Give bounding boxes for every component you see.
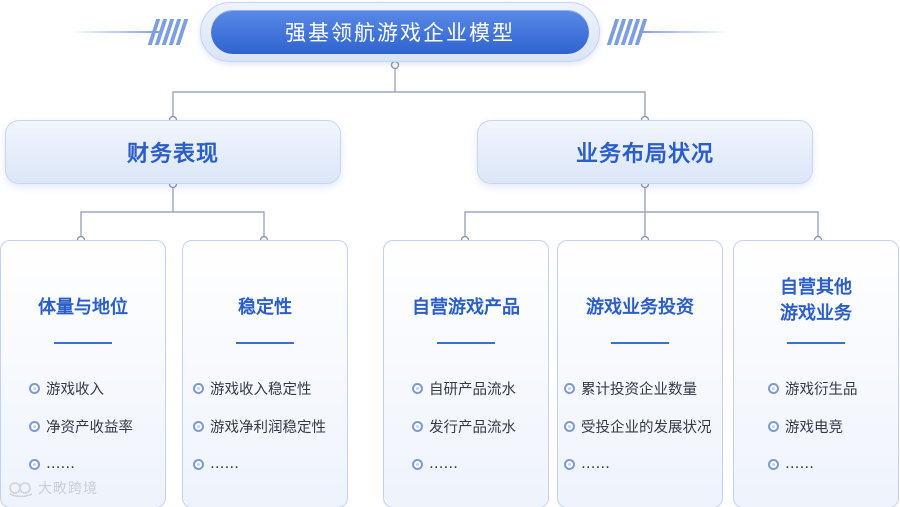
- title-divider: [611, 342, 669, 344]
- right-stripes-icon: [606, 19, 648, 45]
- list-item: 受投企业的发展状况: [564, 407, 716, 445]
- card-title: 体量与地位: [38, 297, 128, 318]
- list-item: 累计投资企业数量: [564, 369, 716, 407]
- title-divider: [236, 342, 294, 344]
- list-item: 净资产收益率: [29, 407, 159, 445]
- card-self-operated-games: 自营游戏产品 自研产品流水 发行产品流水 ……: [383, 240, 549, 507]
- list-item: ……: [768, 445, 892, 483]
- list-item: 游戏收入: [29, 369, 159, 407]
- category-business-layout: 业务布局状况: [477, 120, 813, 184]
- card-game-investment: 游戏业务投资 累计投资企业数量 受投企业的发展状况 ……: [557, 240, 723, 507]
- item-list: 游戏收入 净资产收益率 ……: [29, 369, 159, 483]
- title-divider: [787, 342, 845, 344]
- bullet-icon: [193, 382, 204, 394]
- left-deco-line: [70, 31, 160, 33]
- bullet-icon: [564, 382, 575, 394]
- bullet-icon: [193, 420, 204, 432]
- title-divider: [437, 342, 495, 344]
- title-pill: 强基领航游戏企业模型: [200, 2, 600, 62]
- bullet-icon: [564, 420, 575, 432]
- category-financial-performance: 财务表现: [5, 120, 341, 184]
- bullet-icon: [564, 458, 575, 470]
- list-item: ……: [412, 445, 542, 483]
- watermark: 大畋跨境: [8, 478, 98, 498]
- card-title: 稳定性: [238, 297, 292, 318]
- card-title: 自营游戏产品: [412, 297, 520, 318]
- card-title: 游戏业务投资: [586, 297, 694, 318]
- bullet-icon: [412, 420, 423, 432]
- item-list: 游戏衍生品 游戏电竞 ……: [768, 369, 892, 483]
- list-item: ……: [564, 445, 716, 483]
- watermark-logo-icon: [9, 482, 33, 497]
- bullet-icon: [29, 420, 40, 432]
- list-item: 游戏净利润稳定性: [193, 407, 341, 445]
- list-item: 游戏衍生品: [768, 369, 892, 407]
- title-divider: [54, 342, 112, 344]
- card-title-line-1: 自营其他: [780, 277, 852, 298]
- bullet-icon: [193, 458, 204, 470]
- card-title-line-2: 游戏业务: [780, 303, 852, 324]
- right-deco-line: [640, 31, 730, 33]
- bullet-icon: [29, 458, 40, 470]
- bullet-icon: [768, 382, 779, 394]
- bullet-icon: [768, 420, 779, 432]
- list-item: 游戏收入稳定性: [193, 369, 341, 407]
- bullet-icon: [768, 458, 779, 470]
- card-stability: 稳定性 游戏收入稳定性 游戏净利润稳定性 ……: [182, 240, 348, 507]
- card-other-game-business: 自营其他 游戏业务 游戏衍生品 游戏电竞 ……: [733, 240, 899, 507]
- list-item: ……: [193, 445, 341, 483]
- list-item: 自研产品流水: [412, 369, 542, 407]
- list-item: 发行产品流水: [412, 407, 542, 445]
- list-item: ……: [29, 445, 159, 483]
- bullet-icon: [412, 458, 423, 470]
- item-list: 自研产品流水 发行产品流水 ……: [412, 369, 542, 483]
- bullet-icon: [412, 382, 423, 394]
- model-title: 强基领航游戏企业模型: [211, 10, 589, 54]
- list-item: 游戏电竞: [768, 407, 892, 445]
- watermark-text: 大畋跨境: [38, 481, 98, 497]
- item-list: 游戏收入稳定性 游戏净利润稳定性 ……: [193, 369, 341, 483]
- item-list: 累计投资企业数量 受投企业的发展状况 ……: [564, 369, 716, 483]
- left-stripes-icon: [147, 19, 189, 45]
- bullet-icon: [29, 382, 40, 394]
- card-title: 自营其他 游戏业务: [734, 275, 898, 327]
- card-scale-and-status: 体量与地位 游戏收入 净资产收益率 ……: [0, 240, 166, 507]
